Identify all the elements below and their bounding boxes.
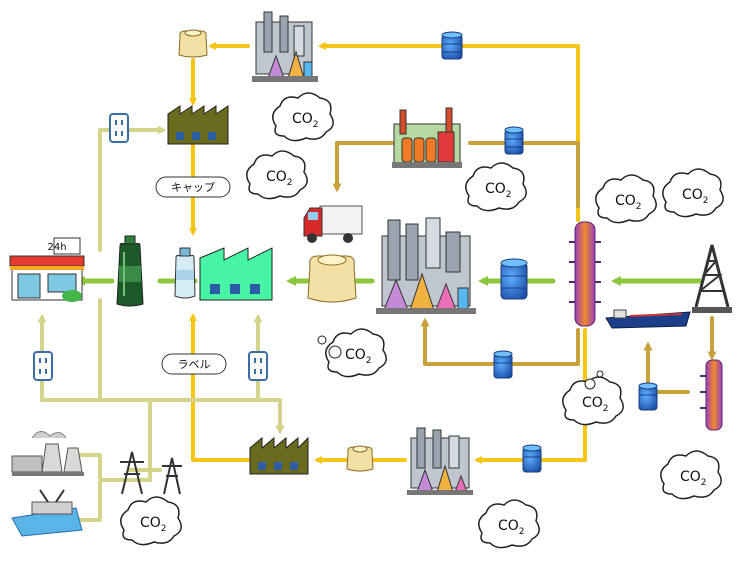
transmission-tower-icon <box>120 451 144 495</box>
co2-cloud: CO2 <box>662 168 724 218</box>
label-label-pill: ラベル <box>161 353 227 375</box>
co2-cloud: CO2 <box>246 150 308 200</box>
cap-label-pill: キャップ <box>155 176 231 198</box>
co2-label: CO2 <box>498 518 525 537</box>
transmission-tower-icon <box>162 457 182 495</box>
svg-text:ラベル: ラベル <box>178 358 211 371</box>
co2-label: CO2 <box>345 347 372 366</box>
cloud-puff <box>596 370 604 378</box>
distillation-tower-icon <box>700 359 723 431</box>
svg-text:キャップ: キャップ <box>171 181 215 194</box>
preform-bottle-icon <box>174 247 196 299</box>
flow-mid-to-truck <box>332 141 394 193</box>
pellet-bag-icon <box>307 254 357 303</box>
thermal-power-plant-icon <box>11 431 84 476</box>
power-right <box>148 398 285 435</box>
convenience-store-icon <box>9 237 85 302</box>
co2-cloud: CO2 <box>562 376 624 426</box>
cap-factory-icon <box>167 105 229 145</box>
power-bottom <box>37 313 152 402</box>
co2-cloud: CO2 <box>595 174 657 224</box>
chemical-plant-icon <box>252 11 318 82</box>
co2-label: CO2 <box>582 395 609 414</box>
co2-label: CO2 <box>485 181 512 200</box>
cloud-puff <box>317 335 327 345</box>
co2-cloud: CO2 <box>478 499 540 549</box>
cloud-puff <box>328 345 342 359</box>
co2-cloud: CO2 <box>660 450 722 500</box>
pet-bottle-icon <box>116 235 144 307</box>
chemical-plant-icon <box>407 427 473 495</box>
co2-label: CO2 <box>292 111 319 130</box>
power-outlet-icon <box>33 351 53 381</box>
flow-bottom-3 <box>189 313 252 462</box>
co2-label: CO2 <box>140 515 167 534</box>
store-24h-sign: 24h <box>47 242 66 253</box>
flow-bottom-1 <box>474 328 587 464</box>
label-factory-icon <box>249 436 309 475</box>
co2-cloud: CO2 <box>465 162 527 212</box>
power-outlet-icon <box>248 351 268 381</box>
pellet-bag-icon <box>178 29 208 58</box>
co2-label: CO2 <box>680 469 707 488</box>
power-left-vertical <box>98 125 167 252</box>
pellet-bag-icon <box>346 445 374 472</box>
bottle-factory-icon <box>199 247 273 301</box>
oil-well-icon <box>692 244 732 313</box>
petrochemical-plant-icon <box>392 107 462 168</box>
distillation-tower-icon <box>569 221 601 327</box>
co2-label: CO2 <box>682 187 709 206</box>
chemical-plant-icon <box>376 217 476 314</box>
co2-label: CO2 <box>615 193 642 212</box>
truck-icon <box>303 205 363 243</box>
drum-icon <box>441 31 463 60</box>
co2-cloud: CO2 <box>325 328 387 378</box>
drum-icon <box>500 258 528 300</box>
drum-icon <box>638 382 658 411</box>
co2-cloud: CO2 <box>120 496 182 546</box>
power-plant-link-2 <box>73 453 102 482</box>
power-outlet-icon <box>109 113 129 143</box>
co2-cloud: CO2 <box>272 92 334 142</box>
drum-icon <box>493 350 513 379</box>
tanker-ship-icon <box>605 309 691 329</box>
hydro-power-plant-icon <box>11 489 83 537</box>
flow-lines <box>37 42 717 522</box>
drum-icon <box>504 126 524 155</box>
co2-label: CO2 <box>266 169 293 188</box>
cloud-puff <box>584 378 596 390</box>
drum-icon <box>522 444 542 473</box>
